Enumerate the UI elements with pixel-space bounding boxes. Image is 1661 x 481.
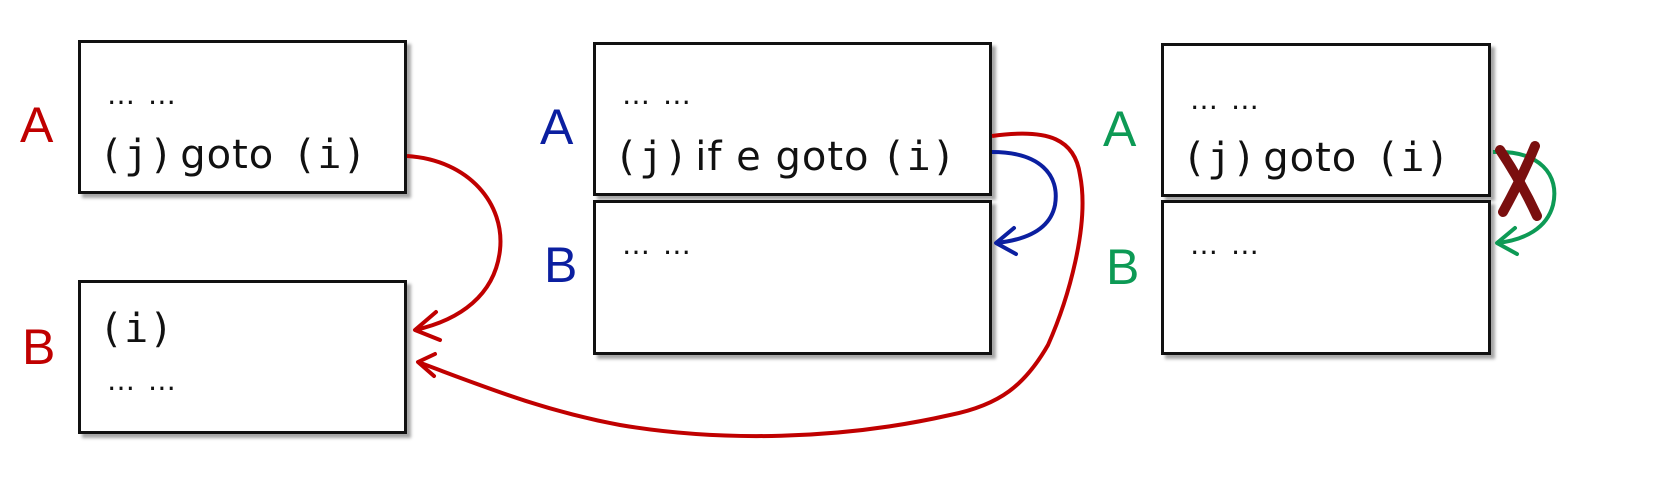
panel1-block-a: … … (j)goto (i) [78,40,407,194]
panel3-block-b-ellipsis: … … [1190,228,1261,261]
panel3-label-a: A [1103,101,1137,157]
fallthrough-arrow-panel2 [991,150,1058,256]
if-goto-keyword: if e goto [695,134,870,180]
panel1-label-b: B [22,319,56,375]
panel2-label-b: B [544,237,578,293]
jump-source-label: (j) [1182,135,1258,181]
jump-source-label: (j) [99,132,175,178]
panel2-block-a: … … (j)if e goto(i) [593,42,992,196]
panel3-block-a: … … (j)goto (i) [1161,43,1491,197]
panel1-block-b: (i) … … [78,280,407,434]
panel2-block-b: … … [593,200,992,355]
panel2-block-b-ellipsis: … … [622,228,693,261]
panel2-block-a-ellipsis: … … [622,78,693,111]
jump-target-label: (i) [292,132,368,178]
jump-target-label: (i) [1375,135,1451,181]
panel3-block-a-code: (j)goto (i) [1182,138,1451,178]
panel2-block-a-code: (j)if e goto(i) [614,137,957,177]
panel3-label-b: B [1106,239,1140,295]
panel3-block-b: … … [1161,200,1491,355]
goto-keyword: goto [1263,135,1358,181]
panel1-block-a-code: (j)goto (i) [99,135,368,175]
goto-arrow-panel1 [406,154,503,342]
panel1-block-b-ellipsis: … … [107,364,178,397]
goto-keyword: goto [180,132,275,178]
jump-target-label: (i) [881,134,957,180]
jump-source-label: (j) [614,134,690,180]
goto-arrow-panel2-to-panel1 [416,131,1085,439]
panel1-block-a-ellipsis: … … [107,78,178,111]
panel2-label-a: A [540,99,574,155]
panel3-block-a-ellipsis: … … [1190,83,1261,116]
invalid-cross-icon [1495,141,1542,221]
panel1-label-a: A [20,97,54,153]
panel1-block-b-label: (i) [99,306,175,352]
